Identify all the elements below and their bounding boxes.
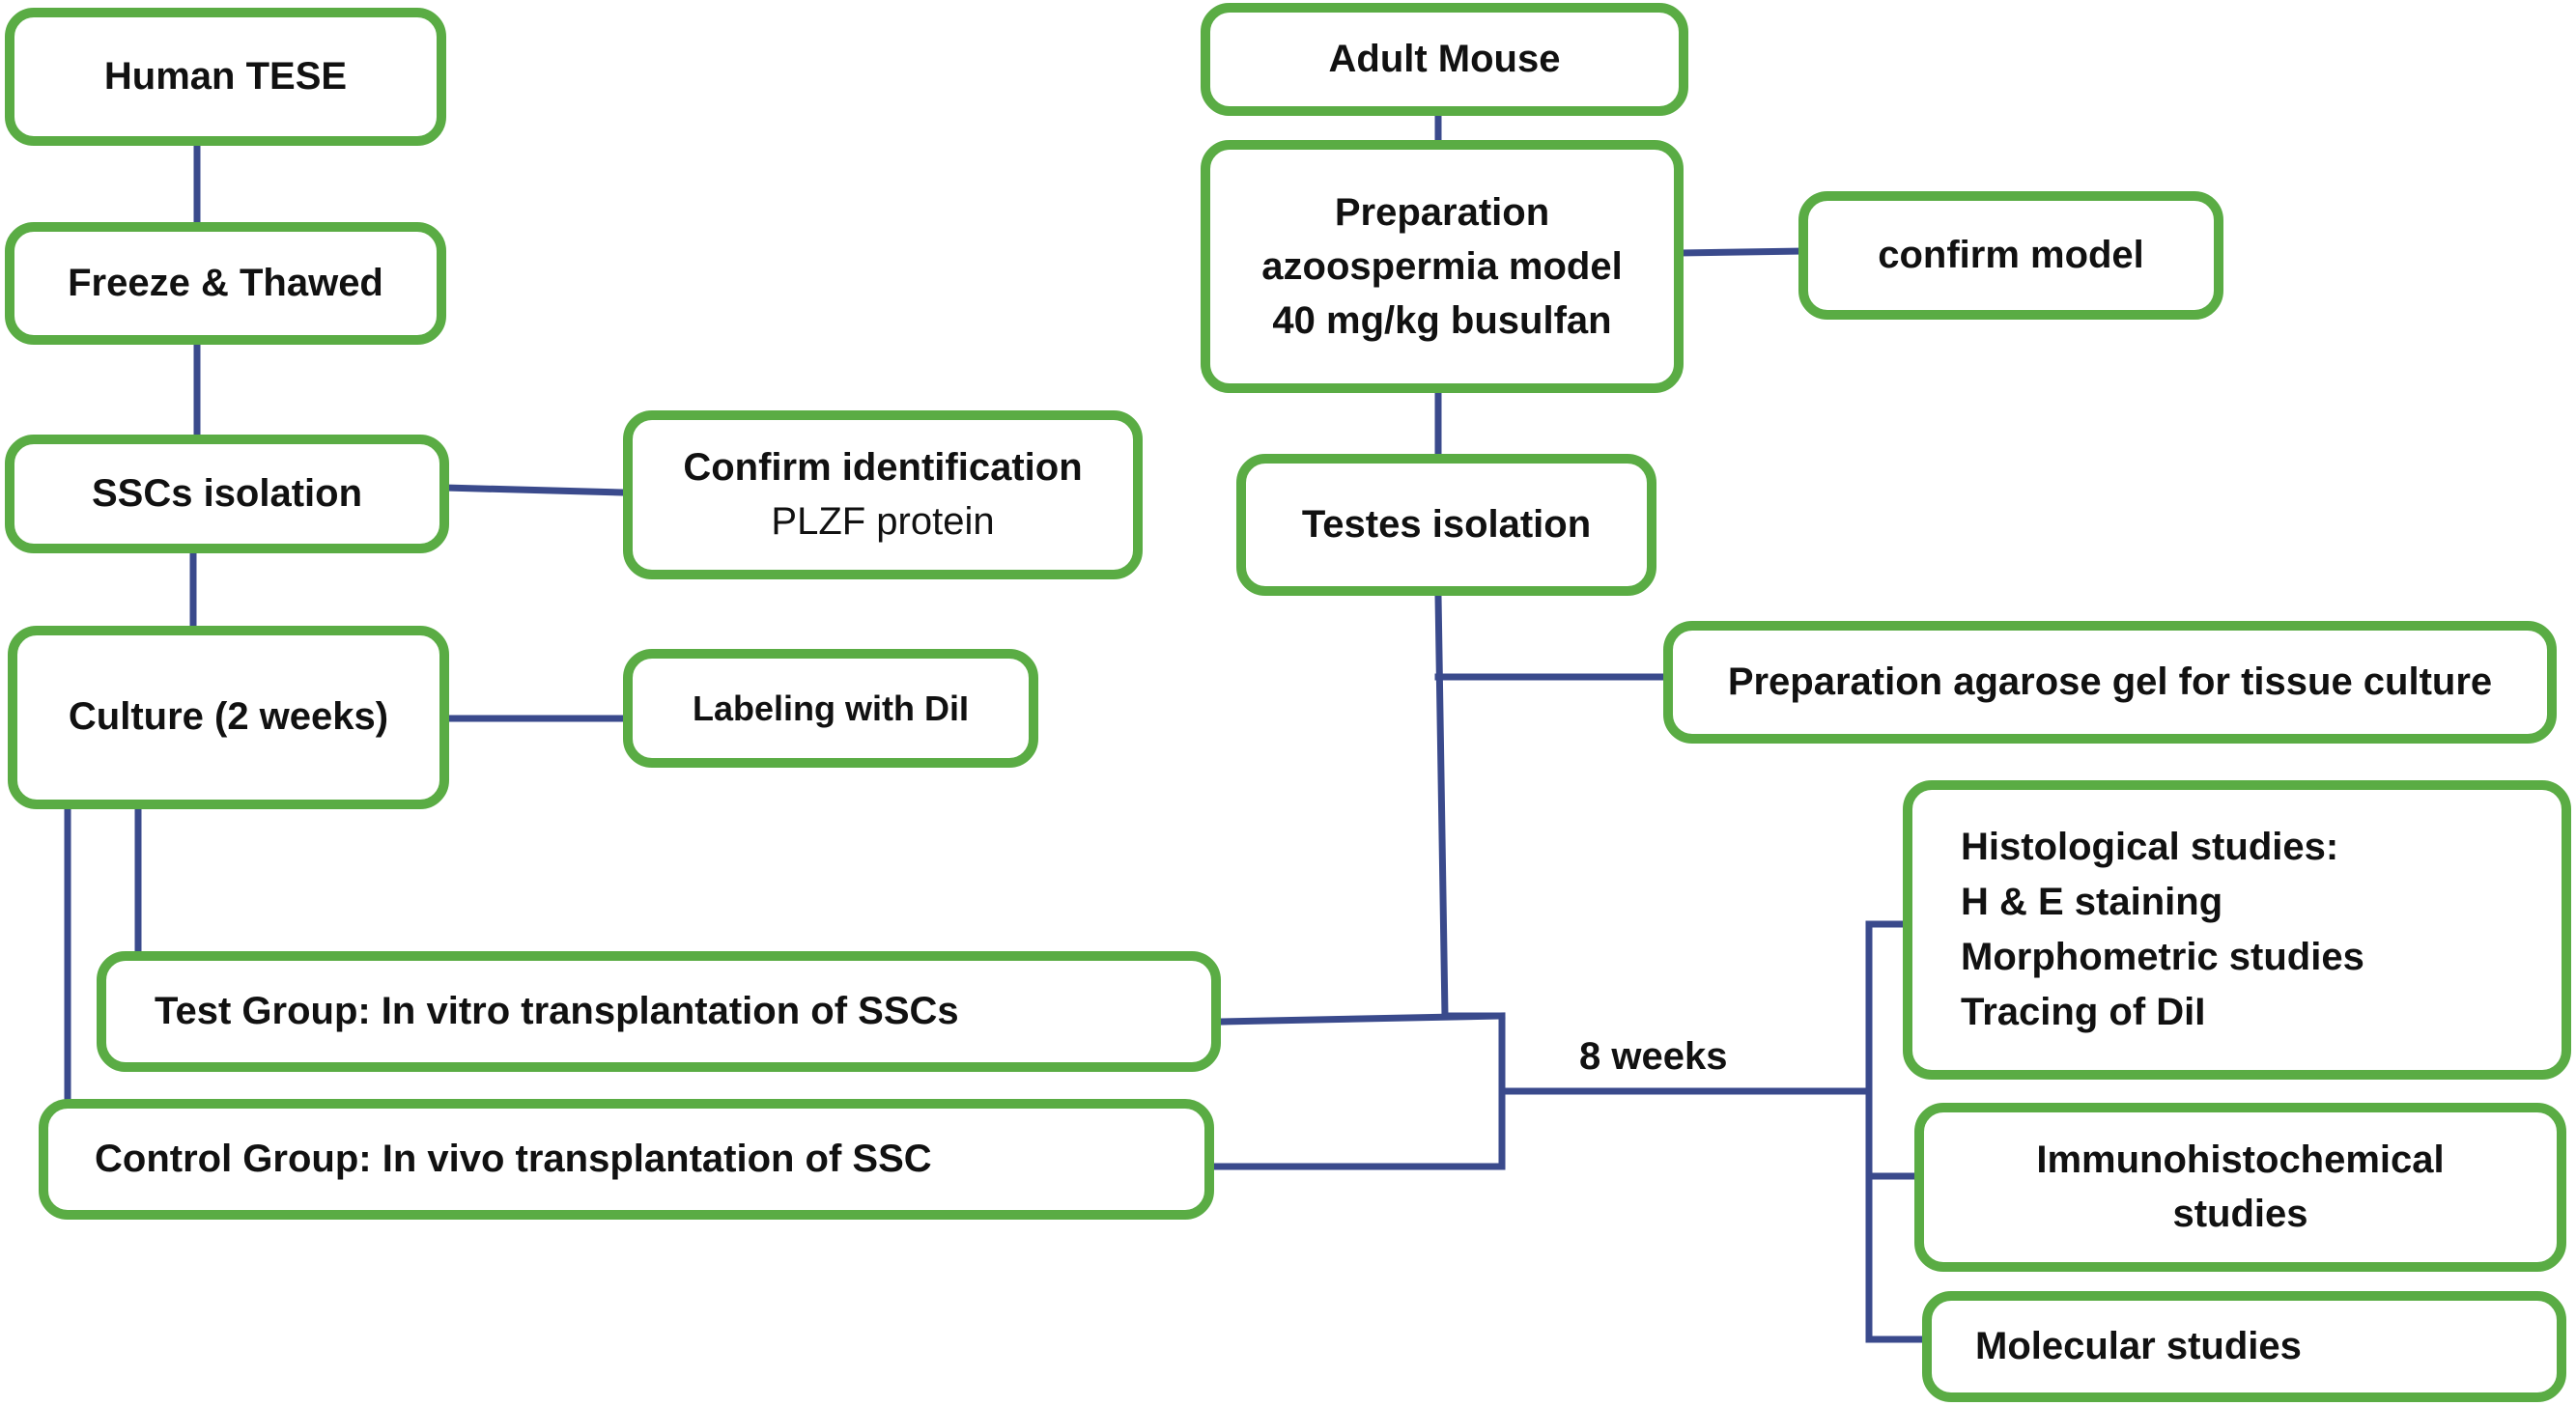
labeling-box: Labeling with DiI xyxy=(623,649,1038,768)
confirm-identification-title: Confirm identification xyxy=(683,446,1083,490)
connector-preparation-confirm xyxy=(1677,247,1805,257)
test-group-label: Test Group: In vitro transplantation of … xyxy=(155,989,959,1032)
immunohistochemical-line-2: studies xyxy=(2172,1192,2308,1235)
testes-isolation-box: Testes isolation xyxy=(1236,454,1656,596)
testes-isolation-label: Testes isolation xyxy=(1301,502,1592,546)
sscs-isolation-box: SSCs isolation xyxy=(5,435,449,553)
confirm-identification-box: Confirm identification PLZF protein xyxy=(623,410,1143,579)
culture-label: Culture (2 weeks) xyxy=(68,695,389,739)
immunohistochemical-box: Immunohistochemical studies xyxy=(1914,1103,2566,1272)
confirm-model-box: confirm model xyxy=(1798,191,2223,320)
connector-merge-bracket xyxy=(1210,1012,1506,1170)
control-group-label: Control Group: In vivo transplantation o… xyxy=(95,1137,932,1180)
preparation-model-box: Preparation azoospermia model 40 mg/kg b… xyxy=(1201,140,1684,393)
duration-label: 8 weeks xyxy=(1579,1035,1728,1078)
connector-testes-vertical xyxy=(1434,592,1449,1020)
human-tese-box: Human TESE xyxy=(5,8,446,146)
connector-ssc-confirm xyxy=(440,484,627,496)
human-tese-label: Human TESE xyxy=(103,54,348,98)
freeze-thawed-box: Freeze & Thawed xyxy=(5,222,446,345)
control-group-box: Control Group: In vivo transplantation o… xyxy=(39,1099,1214,1220)
histological-item-morphometric: Morphometric studies xyxy=(1961,936,2364,978)
adult-mouse-label: Adult Mouse xyxy=(1328,37,1561,80)
labeling-label: Labeling with DiI xyxy=(693,688,969,728)
confirm-identification-detail: PLZF protein xyxy=(771,499,995,543)
sscs-isolation-label: SSCs isolation xyxy=(91,471,363,515)
freeze-thawed-label: Freeze & Thawed xyxy=(68,261,383,304)
histological-item-dii: Tracing of DiI xyxy=(1961,990,2206,1033)
histological-item-he: H & E staining xyxy=(1961,881,2223,924)
test-group-box: Test Group: In vitro transplantation of … xyxy=(97,951,1221,1072)
histological-title: Histological studies: xyxy=(1961,826,2339,869)
molecular-studies-label: Molecular studies xyxy=(1975,1324,2302,1367)
molecular-studies-box: Molecular studies xyxy=(1922,1291,2566,1402)
agarose-gel-box: Preparation agarose gel for tissue cultu… xyxy=(1663,621,2557,744)
agarose-gel-label: Preparation agarose gel for tissue cultu… xyxy=(1727,660,2493,703)
immunohistochemical-line-1: Immunohistochemical xyxy=(2036,1139,2445,1182)
adult-mouse-box: Adult Mouse xyxy=(1201,3,1688,116)
preparation-model-line-1: Preparation xyxy=(1334,191,1550,234)
histological-studies-box: Histological studies: H & E staining Mor… xyxy=(1903,780,2571,1080)
connector-outcomes-bracket xyxy=(1865,920,1931,1343)
preparation-model-line-3: 40 mg/kg busulfan xyxy=(1272,299,1612,342)
confirm-model-label: confirm model xyxy=(1878,233,2144,276)
culture-box: Culture (2 weeks) xyxy=(8,626,449,809)
preparation-model-line-2: azoospermia model xyxy=(1261,245,1623,288)
